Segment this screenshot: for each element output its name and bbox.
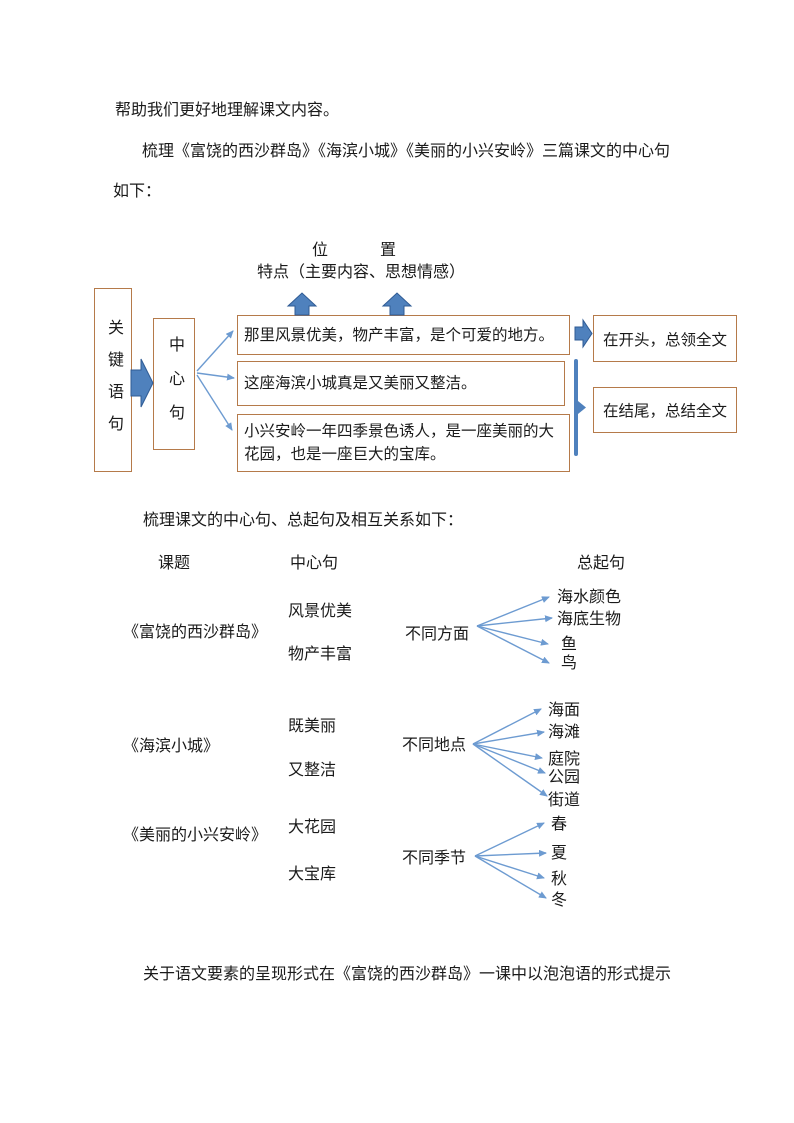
fan-arrow: [472, 743, 543, 761]
row-item: 海面: [548, 702, 581, 719]
box-central-sentence: 中心句: [153, 318, 195, 450]
column-header-opening: 总起句: [577, 555, 626, 572]
fan-arrow: [474, 849, 547, 857]
row-item: 夏: [551, 845, 568, 862]
row-central-2: 大宝库: [288, 866, 337, 883]
up-arrow-icon: [381, 292, 413, 316]
column-header-central: 中心句: [290, 555, 339, 572]
fan-arrow: [474, 822, 545, 857]
row-item: 海水颜色: [557, 589, 622, 606]
box-sentence-xinganling: 小兴安岭一年四季景色诱人，是一座美丽的大花园，也是一座巨大的宝库。: [237, 414, 570, 472]
row-aspect: 不同方面: [405, 626, 470, 643]
right-arrow-icon: [130, 358, 154, 408]
row-item: 街道: [548, 792, 581, 809]
fan-arrow: [476, 596, 550, 627]
row-item: 海滩: [548, 724, 581, 741]
box-note-ending: 在结尾，总结全文: [593, 387, 737, 433]
box-sentence-haibin: 这座海滨小城真是又美丽又整洁。: [237, 361, 565, 406]
connector-arrow: [196, 374, 233, 431]
fan-arrow: [472, 743, 546, 774]
label-feature: 特点（主要内容、思想情感）: [257, 264, 466, 281]
row-item: 鸟: [561, 655, 578, 672]
row-central-2: 物产丰富: [288, 646, 353, 663]
right-arrow-icon: [574, 318, 593, 349]
row-item: 鱼: [561, 636, 578, 653]
fan-arrow: [476, 625, 549, 646]
fan-arrow: [476, 625, 550, 664]
row-aspect: 不同地点: [402, 737, 467, 754]
box-note-opening: 在开头，总领全文: [593, 315, 737, 362]
fan-arrow: [474, 855, 545, 880]
brace-pointer-icon: [578, 401, 586, 414]
row-item: 庭院: [548, 751, 581, 768]
label-position-char2: 置: [380, 242, 397, 259]
row-title: 《美丽的小兴安岭》: [123, 827, 268, 844]
relation-heading: 梳理课文的中心句、总起句及相互关系如下：: [143, 512, 464, 529]
fan-arrow: [474, 855, 547, 899]
row-item: 公园: [548, 769, 581, 786]
column-header-title: 课题: [158, 555, 191, 572]
row-item: 海底生物: [557, 611, 622, 628]
connector-arrow: [196, 372, 235, 381]
fan-arrow: [476, 615, 553, 627]
up-arrow-icon: [286, 292, 318, 316]
row-aspect: 不同季节: [402, 850, 467, 867]
paragraph-summary: 梳理《富饶的西沙群岛》《海滨小城》《美丽的小兴安岭》三篇课文的中心句: [142, 143, 671, 160]
row-title: 《海滨小城》: [123, 738, 220, 755]
paragraph-closing: 关于语文要素的呈现形式在《富饶的西沙群岛》一课中以泡泡语的形式提示: [143, 966, 672, 983]
row-title: 《富饶的西沙群岛》: [123, 624, 268, 641]
row-central-1: 大花园: [288, 819, 337, 836]
row-central-2: 又整洁: [288, 762, 337, 779]
box-key-phrase: 关键语句: [94, 288, 132, 472]
paragraph-intro: 帮助我们更好地理解课文内容。: [115, 102, 340, 119]
row-item: 秋: [551, 871, 568, 888]
row-item: 冬: [551, 892, 568, 909]
label-position-char1: 位: [312, 242, 329, 259]
row-item: 春: [551, 816, 568, 833]
box-sentence-xisha: 那里风景优美，物产丰富，是个可爱的地方。: [237, 315, 570, 355]
row-central-1: 风景优美: [288, 603, 353, 620]
fan-arrow: [472, 729, 545, 745]
fan-arrow: [472, 743, 548, 797]
row-central-1: 既美丽: [288, 718, 337, 735]
fan-arrow: [472, 708, 542, 745]
paragraph-as-follows: 如下：: [113, 183, 162, 200]
connector-arrow: [196, 330, 234, 372]
